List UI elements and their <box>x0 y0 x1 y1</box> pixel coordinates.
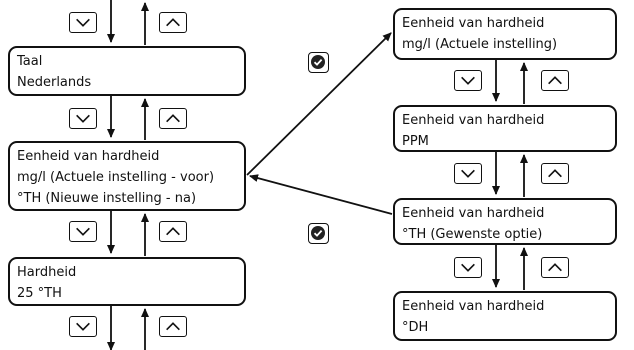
check-mark-icon <box>313 229 323 237</box>
chevron-down-icon <box>76 227 90 236</box>
down-button[interactable] <box>69 316 97 337</box>
confirm-button[interactable] <box>308 52 329 73</box>
screen-value: °DH <box>402 320 429 335</box>
screen-option-dh: Eenheid van hardheid °DH <box>393 291 617 341</box>
down-button[interactable] <box>69 12 97 33</box>
chevron-up-icon <box>166 114 180 123</box>
down-button[interactable] <box>454 163 482 184</box>
screen-taal: Taal Nederlands <box>8 46 246 96</box>
screen-value: Nederlands <box>17 75 92 90</box>
screen-value: PPM <box>402 134 429 149</box>
screen-value: °TH (Gewenste optie) <box>402 227 543 242</box>
down-button[interactable] <box>69 108 97 129</box>
up-button[interactable] <box>541 70 569 91</box>
chevron-down-icon <box>76 114 90 123</box>
screen-option-th: Eenheid van hardheid °TH (Gewenste optie… <box>393 198 617 245</box>
up-button[interactable] <box>159 12 187 33</box>
up-button[interactable] <box>159 316 187 337</box>
screen-hardheid: Hardheid 25 °TH <box>8 257 246 306</box>
up-button[interactable] <box>159 108 187 129</box>
screen-title: Hardheid <box>17 265 77 280</box>
screen-title: Eenheid van hardheid <box>402 206 545 221</box>
chevron-up-icon <box>548 169 562 178</box>
check-circle-icon <box>311 226 325 240</box>
screen-title: Taal <box>17 54 43 69</box>
chevron-up-icon <box>166 227 180 236</box>
chevron-up-icon <box>166 322 180 331</box>
screen-title: Eenheid van hardheid <box>402 16 545 31</box>
check-mark-icon <box>313 58 323 66</box>
screen-eenheid-van-hardheid: Eenheid van hardheid mg/l (Actuele inste… <box>8 141 246 211</box>
screen-current-setting: mg/l (Actuele instelling - voor) <box>17 170 215 185</box>
down-button[interactable] <box>454 257 482 278</box>
arrow-back-to-setting <box>249 174 393 215</box>
up-button[interactable] <box>541 163 569 184</box>
chevron-up-icon <box>166 18 180 27</box>
chevron-up-icon <box>548 76 562 85</box>
down-button[interactable] <box>69 221 97 242</box>
confirm-button[interactable] <box>308 223 329 244</box>
chevron-down-icon <box>76 18 90 27</box>
screen-option-mgl: Eenheid van hardheid mg/l (Actuele inste… <box>393 8 617 60</box>
screen-new-setting: °TH (Nieuwe instelling - na) <box>17 191 197 206</box>
screen-option-ppm: Eenheid van hardheid PPM <box>393 105 617 152</box>
chevron-up-icon <box>548 263 562 272</box>
screen-title: Eenheid van hardheid <box>402 113 545 128</box>
up-button[interactable] <box>159 221 187 242</box>
screen-value: 25 °TH <box>17 286 62 301</box>
screen-value: mg/l (Actuele instelling) <box>402 37 558 52</box>
screen-title: Eenheid van hardheid <box>17 149 160 164</box>
down-button[interactable] <box>454 70 482 91</box>
chevron-down-icon <box>461 76 475 85</box>
chevron-down-icon <box>461 263 475 272</box>
up-button[interactable] <box>541 257 569 278</box>
screen-title: Eenheid van hardheid <box>402 299 545 314</box>
arrow-to-options <box>246 32 392 176</box>
chevron-down-icon <box>76 322 90 331</box>
check-circle-icon <box>311 55 325 69</box>
chevron-down-icon <box>461 169 475 178</box>
